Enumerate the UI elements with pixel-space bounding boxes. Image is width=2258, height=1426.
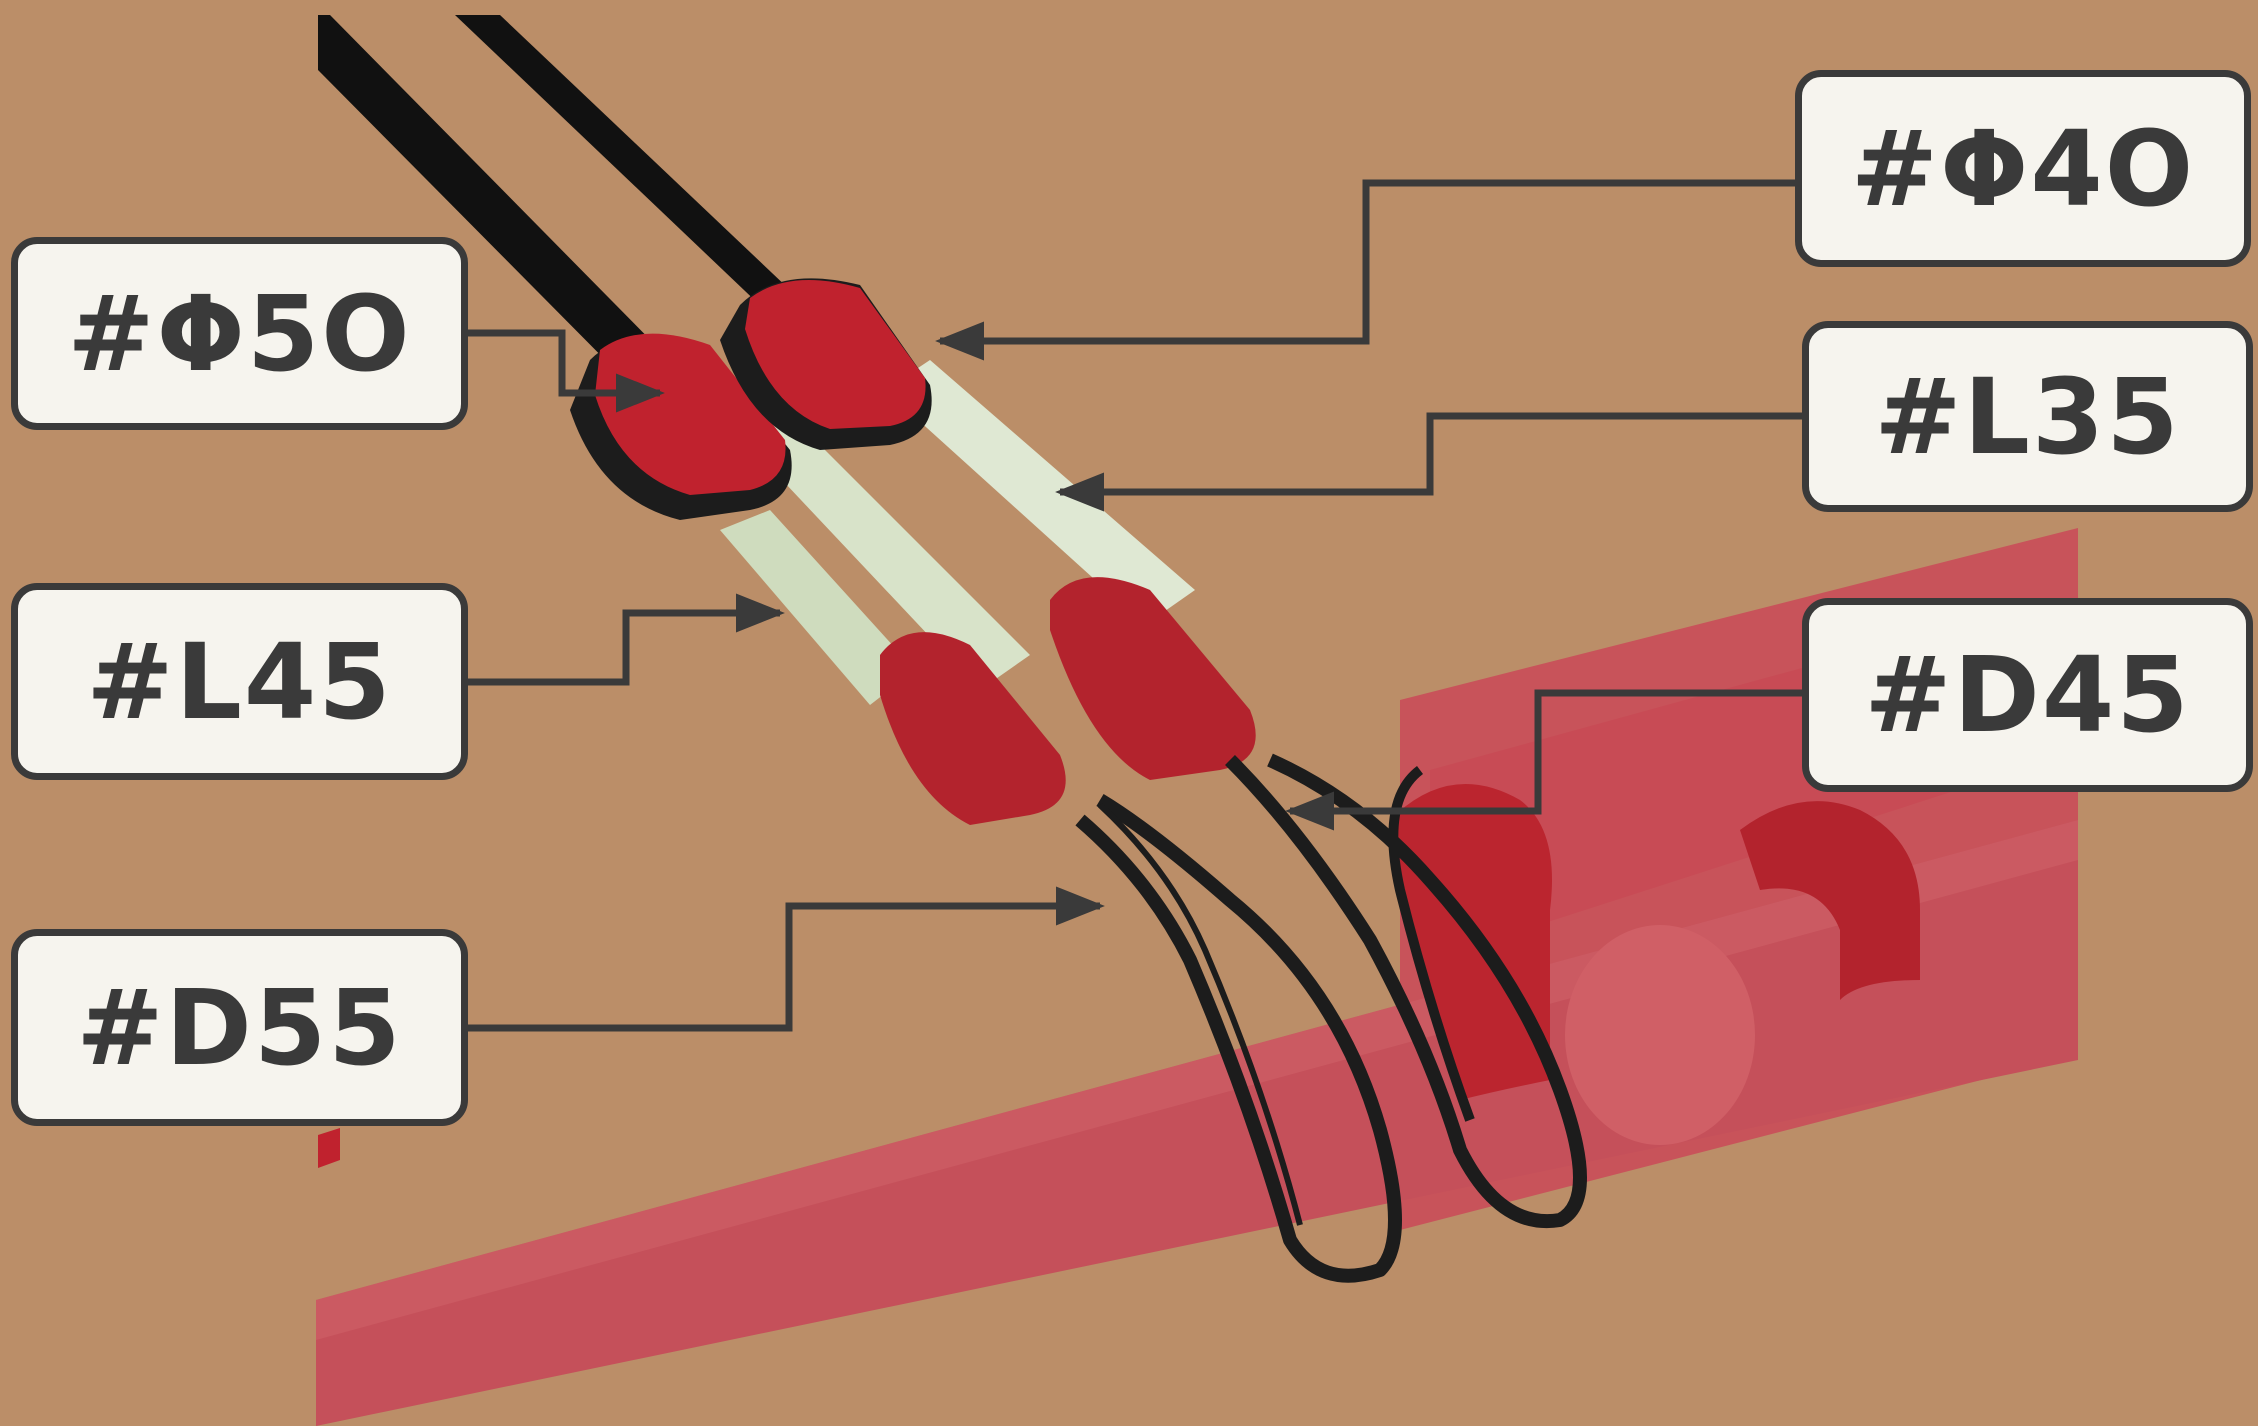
leader-d55 <box>462 906 1100 1028</box>
leader-l45 <box>462 613 780 682</box>
label-l35-text: #L35 <box>1874 356 2180 478</box>
label-phi40-text: #Φ4O <box>1851 108 2195 230</box>
label-phi50: #Φ5O <box>11 237 468 430</box>
label-l45: #L45 <box>11 583 468 780</box>
cord-right <box>455 15 790 310</box>
label-d55: #D55 <box>11 929 468 1126</box>
label-l45-text: #L45 <box>86 621 392 743</box>
grip-lower-left <box>880 632 1066 825</box>
leader-phi40 <box>940 183 1795 341</box>
label-d55-text: #D55 <box>76 967 402 1089</box>
pipe-collar <box>1565 925 1755 1145</box>
label-d45: #D45 <box>1802 598 2253 792</box>
label-phi50-text: #Φ5O <box>67 273 411 395</box>
label-phi40: #Φ4O <box>1795 70 2251 267</box>
label-d45-text: #D45 <box>1864 634 2190 756</box>
grip-lower-right <box>1050 577 1256 780</box>
label-l35: #L35 <box>1802 321 2253 512</box>
leader-l35 <box>1060 416 1806 492</box>
small-red-tab <box>318 1128 340 1168</box>
